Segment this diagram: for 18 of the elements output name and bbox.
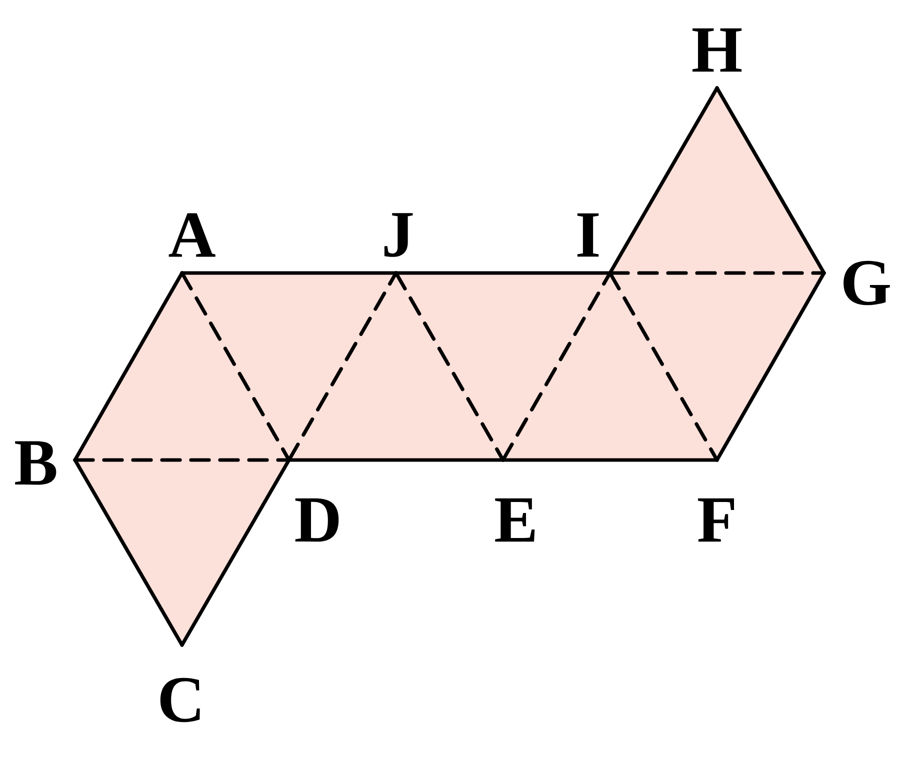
vertex-label: D	[295, 498, 339, 542]
vertex-label: C	[160, 678, 200, 722]
fold-line	[287, 271, 398, 462]
vertex-label: E	[495, 498, 535, 542]
fold-line	[501, 271, 612, 462]
vertex-label: F	[698, 498, 734, 542]
fold-line	[394, 271, 505, 462]
vertex-label: A	[168, 213, 216, 257]
fold-line	[180, 271, 291, 462]
vertex-label: H	[692, 28, 742, 72]
vertex-label: B	[15, 441, 56, 485]
edge-line	[287, 458, 505, 462]
vertex-label: G	[844, 260, 890, 306]
edge-line	[180, 271, 398, 275]
edge-line	[501, 458, 719, 462]
vertex-label: J	[384, 213, 413, 257]
vertex-label: I	[577, 213, 599, 257]
edge-line	[394, 271, 612, 275]
